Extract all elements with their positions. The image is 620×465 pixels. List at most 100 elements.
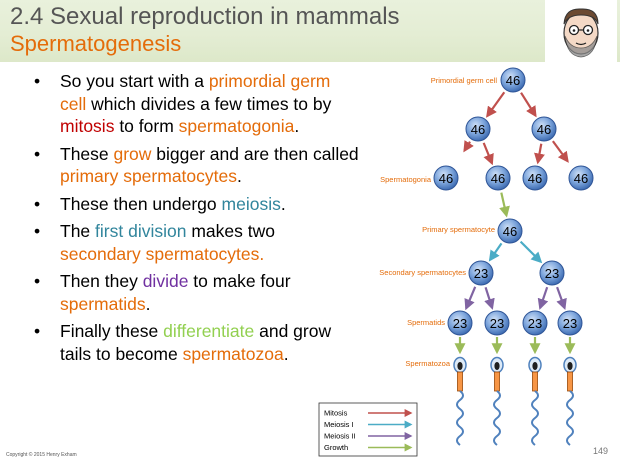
spermatozoon-icon — [453, 356, 467, 446]
highlight-term: grow — [113, 143, 152, 164]
sperm-tail — [531, 390, 539, 446]
bullet-item: •Then they divide to make four spermatid… — [30, 270, 360, 315]
stage-label: Spermatids — [407, 318, 445, 327]
slide-subtitle: Spermatogenesis — [10, 31, 182, 56]
sperm-midpiece — [457, 371, 463, 392]
bullet-text: which divides a few times to by — [86, 93, 332, 114]
cell-circle — [465, 116, 491, 142]
cell-circle — [557, 310, 583, 336]
bullet-item: •These then undergo meiosis. — [30, 193, 360, 216]
chromosome-count: 23 — [563, 316, 577, 331]
sperm-tail — [493, 390, 501, 446]
cell-node: 46 — [465, 116, 491, 142]
bullet-dot: • — [34, 71, 41, 91]
bullet-item: •These grow bigger and are then called p… — [30, 143, 360, 188]
chromosome-count: 46 — [471, 122, 485, 137]
sperm-midpiece — [532, 371, 538, 392]
process-arrow — [488, 242, 503, 262]
cell-node: 46 — [568, 165, 594, 191]
chromosome-count: 23 — [490, 316, 504, 331]
cell-circle — [447, 310, 473, 336]
cell-node: 46 — [497, 218, 523, 244]
bullet-text: These — [60, 143, 114, 164]
process-arrow — [499, 192, 510, 218]
highlight-term: differentiate — [163, 321, 255, 341]
bullet-text: to form — [114, 116, 179, 136]
process-arrow — [486, 91, 506, 118]
process-arrow — [534, 143, 545, 165]
bullet-text: . — [280, 193, 286, 214]
process-arrow — [537, 286, 549, 310]
chromosome-count: 46 — [574, 171, 588, 186]
cell-node: 23 — [539, 260, 565, 286]
process-arrow — [484, 286, 495, 310]
spermatozoon-icon — [490, 356, 504, 446]
chromosome-count: 46 — [537, 122, 551, 137]
sperm-nucleus — [457, 362, 463, 370]
author-avatar-icon — [545, 0, 617, 62]
process-arrow — [463, 140, 474, 153]
highlight-term: mitosis — [60, 116, 115, 136]
stage-label: Spermatozoa — [405, 359, 450, 368]
highlight-term: spermatids — [60, 293, 146, 314]
cell-circle — [484, 310, 510, 336]
sperm-nucleus — [494, 362, 500, 370]
bullet-text: The — [60, 221, 96, 241]
cell-node: 23 — [447, 310, 473, 336]
slide-title: 2.4 Sexual reproduction in mammals — [10, 3, 400, 30]
copyright-text: Copyright © 2015 Henry Exham — [6, 452, 77, 458]
bullet-text: bigger and are then called — [151, 143, 359, 164]
bullet-dot: • — [34, 271, 41, 291]
cell-circle — [539, 260, 565, 286]
cell-node: 23 — [522, 310, 548, 336]
stage-label: Primary spermatocyte — [422, 225, 495, 234]
bullet-text: So you start with a — [60, 71, 209, 91]
highlight-term: secondary spermatocytes. — [60, 243, 265, 264]
process-arrow — [464, 286, 477, 311]
chromosome-count: 46 — [528, 171, 542, 186]
stage-label: Secondary spermatocytes — [379, 268, 466, 277]
bullet-text: . — [283, 343, 289, 364]
process-arrow — [551, 140, 569, 163]
sperm-nucleus — [567, 362, 573, 370]
cell-circle — [568, 165, 594, 191]
chromosome-count: 46 — [439, 171, 453, 186]
bullet-text: . — [237, 166, 242, 186]
stage-label: Primordial germ cell — [431, 76, 498, 85]
chromosome-count: 23 — [453, 316, 467, 331]
sperm-nucleus — [532, 362, 538, 370]
sperm-tail — [456, 390, 464, 446]
cell-node: 46 — [433, 165, 459, 191]
cell-circle — [531, 116, 557, 142]
bullet-text: These then undergo — [60, 193, 222, 214]
cell-circle — [522, 165, 548, 191]
cell-node: 46 — [500, 67, 526, 93]
cell-node: 46 — [485, 165, 511, 191]
cell-node: 46 — [522, 165, 548, 191]
highlight-term: primordial germ cell — [60, 71, 331, 114]
legend-label: Growth — [324, 443, 348, 452]
page-number: 149 — [593, 446, 609, 456]
legend-label: Mitosis — [324, 409, 348, 418]
process-arrow — [520, 92, 537, 118]
sperm-tail — [566, 390, 574, 446]
bullet-item: •Finally these differentiate and grow ta… — [30, 320, 360, 365]
process-arrow — [519, 240, 543, 264]
bullet-text: . — [294, 116, 300, 136]
cell-node: 23 — [484, 310, 510, 336]
cell-node: 23 — [468, 260, 494, 286]
highlight-term: divide — [142, 271, 189, 291]
spermatozoon-icon — [528, 356, 542, 446]
bullet-item: • So you start with a primordial germ cel… — [30, 70, 360, 138]
sperm-midpiece — [494, 371, 500, 392]
spermatozoon-icon — [563, 356, 577, 446]
cell-node: 23 — [557, 310, 583, 336]
bullet-text: Then they — [60, 271, 143, 291]
bullet-dot: • — [34, 193, 41, 214]
process-arrow — [482, 142, 494, 166]
legend-label: Meiosis I — [324, 420, 354, 429]
highlight-term: primary spermatocytes — [60, 166, 237, 186]
bullet-dot: • — [34, 321, 41, 341]
stage-label: Spermatogonia — [380, 175, 432, 184]
